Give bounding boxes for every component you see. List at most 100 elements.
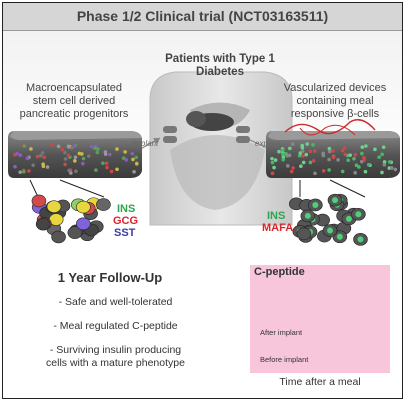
zoom-line: [59, 179, 105, 198]
zoom-line: [329, 179, 366, 198]
outcome-item: cells with a mature phenotype: [46, 357, 185, 369]
cell-dot: [134, 155, 139, 160]
series-label-before: Before implant: [260, 355, 309, 364]
figure-title: Phase 1/2 Clinical trial (NCT03163511): [76, 8, 329, 24]
cell-dot: [81, 161, 85, 166]
cell-nucleus: [345, 215, 352, 222]
right-device-label-line: responsive β-cells: [290, 108, 380, 120]
cell-dot: [393, 167, 398, 172]
cell-dot: [321, 153, 326, 158]
cell-shape: [46, 200, 62, 213]
cell-dot: [327, 146, 332, 151]
cell-shape: [35, 217, 51, 231]
cell-dot: [109, 169, 114, 174]
cell-dot: [89, 144, 94, 149]
cell-dot: [45, 165, 50, 169]
cell-dot: [342, 146, 347, 150]
cell-dot: [74, 169, 78, 173]
cell-dot: [360, 145, 365, 149]
cell-dot: [31, 163, 35, 168]
cell-dot: [66, 144, 71, 149]
cell-dot: [300, 145, 305, 150]
cell-nucleus: [312, 201, 319, 208]
cell-dot: [290, 142, 295, 146]
cell-dot: [327, 168, 331, 172]
cell-dot: [101, 161, 105, 165]
left-cell-cluster-icon: [31, 194, 111, 244]
left-device-label-line: pancreatic progenitors: [19, 108, 129, 120]
cell-dot: [124, 158, 129, 162]
cell-shape: [296, 227, 312, 241]
cell-dot: [331, 155, 336, 160]
cell-dot: [380, 152, 384, 157]
cell-dot: [285, 164, 290, 168]
cell-nucleus: [355, 211, 362, 218]
cell-dot: [288, 146, 292, 151]
cell-dot: [25, 156, 30, 161]
cell-nucleus: [336, 233, 343, 240]
implanted-device-icon: [163, 126, 177, 133]
cell-dot: [311, 158, 316, 163]
cell-dot: [41, 164, 46, 169]
cell-dot: [382, 162, 387, 167]
marker-sst: SST: [114, 227, 136, 239]
cell-dot: [353, 152, 358, 157]
cell-dot: [73, 155, 78, 159]
cell-dot: [115, 147, 119, 151]
cell-dot: [22, 144, 27, 148]
cell-dot: [103, 152, 108, 156]
right-device-label-line: Vascularized devices: [283, 82, 387, 94]
cell-dot: [35, 154, 40, 159]
cell-dot: [13, 164, 17, 169]
cell-dot: [77, 151, 82, 156]
cell-dot: [86, 154, 91, 158]
cell-dot: [362, 158, 366, 162]
cell-dot: [327, 157, 331, 162]
cell-dot: [381, 145, 386, 149]
implant-label: Implant: [132, 139, 159, 148]
cell-dot: [281, 157, 286, 162]
cell-dot: [67, 168, 71, 173]
cell-nucleus: [332, 197, 339, 204]
marker-mafa: MAFA: [262, 222, 294, 234]
cell-dot: [63, 150, 67, 155]
cell-dot: [22, 169, 26, 174]
cell-dot: [287, 153, 292, 158]
right-device-icon: [266, 119, 400, 178]
outcome-item: - Surviving insulin producing: [49, 344, 182, 356]
cell-dot: [273, 158, 278, 162]
cell-dot: [18, 153, 23, 157]
cell-shape: [96, 198, 111, 211]
cell-shape: [67, 226, 83, 239]
cell-dot: [272, 165, 276, 170]
cell-dot: [104, 161, 109, 166]
cell-dot: [66, 153, 71, 158]
followup-title: 1 Year Follow-Up: [57, 270, 163, 285]
cell-dot: [29, 147, 33, 151]
cell-dot: [331, 149, 335, 153]
chart-title: C-peptide: [254, 266, 305, 278]
cell-dot: [115, 167, 119, 172]
cell-dot: [13, 152, 17, 157]
cell-dot: [121, 156, 126, 160]
cell-dot: [18, 170, 23, 174]
cell-dot: [132, 170, 136, 174]
cell-dot: [94, 168, 98, 172]
cell-dot: [305, 142, 309, 146]
cell-dot: [313, 171, 317, 176]
right-cell-cluster-icon: [289, 193, 368, 246]
cell-shape: [31, 194, 47, 208]
cell-dot: [105, 165, 109, 170]
cell-dot: [291, 166, 295, 170]
cell-dot: [284, 152, 288, 156]
cell-dot: [321, 169, 326, 173]
cell-dot: [42, 155, 47, 160]
cell-dot: [130, 151, 135, 156]
cell-dot: [352, 156, 356, 161]
cell-dot: [277, 149, 281, 154]
outcome-item: - Safe and well-tolerated: [58, 296, 173, 308]
outcome-item: - Meal regulated C-peptide: [53, 320, 178, 332]
cell-dot: [308, 160, 313, 165]
cell-dot: [93, 146, 97, 150]
cell-dot: [364, 144, 368, 148]
